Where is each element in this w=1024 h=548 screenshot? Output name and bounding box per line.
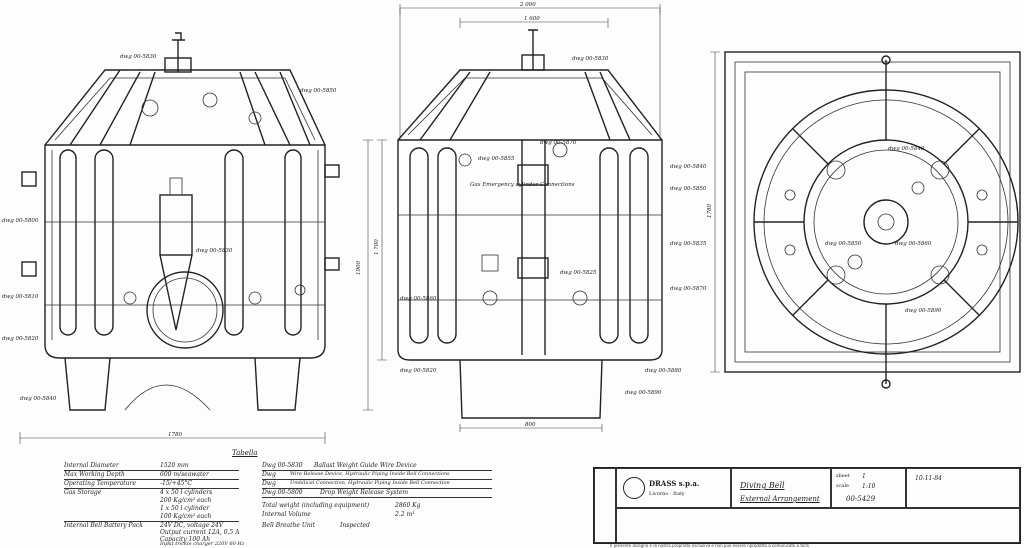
spec-label: Bell Breathe Unit	[262, 522, 316, 529]
drawing-subtitle: External Arrangement	[740, 495, 820, 503]
callout-plan-4: dwg 00-5890	[905, 308, 942, 314]
spec-label: Dwg	[262, 471, 276, 478]
date-cell: 10-11-84	[906, 468, 1020, 508]
callout-side-right-4: dwg 00-5835	[670, 241, 707, 247]
callout-side-right-6: dwg 00-5880	[645, 368, 682, 374]
callout-front-3: dwg 00-5810	[2, 294, 39, 300]
plan-view	[710, 51, 1021, 389]
spec-value: 600 m/seawater	[160, 471, 209, 478]
callout-front-inner: dwg 00-5830	[196, 248, 233, 254]
spec-value: 4 x 50 l cylinders	[160, 489, 213, 496]
callout-side-right-7: dwg 00-5890	[625, 390, 662, 396]
spec-value: Input trickle charger 220V 60 Hz	[160, 541, 245, 547]
front-width-dim: 1780	[168, 432, 182, 438]
callout-front-6: dwg 00-5850	[300, 88, 337, 94]
company-address: Livorno · Italy	[649, 491, 685, 497]
side-elevation-view	[363, 4, 663, 432]
front-elevation-view	[19, 32, 340, 444]
spec-label: Total weight (including equipment)	[262, 502, 370, 509]
spec-value: Inspected	[340, 522, 370, 529]
callout-side-inner-1: dwg 00-5870	[540, 140, 577, 146]
callout-side-left-1: dwg 00-5820	[400, 368, 437, 374]
drawing-title: Diving Bell	[740, 481, 785, 490]
spec-label: Internal Diameter	[64, 462, 119, 469]
spec-value: 2860 Kg	[395, 502, 421, 509]
number-cell: sheet 1 scale 1:10 00-5429	[831, 468, 906, 508]
sheet-label: sheet	[836, 473, 850, 479]
title-cell: Diving Bell External Arrangement	[731, 468, 831, 508]
spec-label: Operating Temperature	[64, 480, 137, 487]
callout-front-2: dwg 00-5800	[2, 218, 39, 224]
side-width-inner-dim: 1 600	[524, 16, 540, 22]
callout-side-right-3: dwg 00-5850	[670, 186, 707, 192]
revision-column	[594, 468, 616, 543]
revision-table	[616, 508, 1020, 543]
side-height-inner-dim: 1 700	[374, 239, 380, 255]
spec-value: Wire Release Device, Hydraulic Piping In…	[290, 471, 450, 477]
company-logo-icon	[623, 477, 645, 499]
spec-value: 1520 mm	[160, 462, 189, 469]
callout-side-inner-2: Gas Emergency cylinder Connections	[470, 182, 575, 188]
callout-side-left-2: dwg 00-5860	[400, 296, 437, 302]
spec-label: Internal Volume	[262, 511, 311, 518]
callout-front-1: dwg 00-5830	[120, 54, 157, 60]
plan-height-dim: 1780	[707, 204, 713, 218]
callout-side-right-1: dwg 00-5830	[572, 56, 609, 62]
spec-label: Max Working Depth	[64, 471, 125, 478]
side-height-dim: 1900	[356, 261, 362, 275]
callout-side-right-2: dwg 00-5840	[670, 164, 707, 170]
callout-plan-3: dwg 00-5860	[895, 241, 932, 247]
callout-side-inner-3: dwg 00-5825	[560, 270, 597, 276]
company-name: DRASS s.p.a.	[649, 479, 700, 488]
spec-label: Dwg 00-5800	[262, 489, 303, 496]
scale-label: scale	[836, 483, 849, 489]
spec-value: Ballast Weight Guide Wire Device	[314, 462, 417, 469]
spec-value: -15/+45°C	[160, 480, 192, 487]
title-block: DRASS s.p.a. Livorno · Italy Diving Bell…	[593, 467, 1021, 544]
side-width-bottom-dim: 800	[525, 422, 536, 428]
spec-value: 1 x 50 l cylinder	[160, 505, 210, 512]
callout-side-right-5: dwg 00-5870	[670, 286, 707, 292]
company-cell: DRASS s.p.a. Livorno · Italy	[616, 468, 731, 508]
spec-value: 2.2 m³	[395, 511, 415, 518]
spec-value: Umbilical Connection, Hydraulic Piping I…	[290, 480, 450, 486]
spec-label: Internal Bell Battery Pack	[64, 522, 143, 529]
callout-front-4: dwg 00-5820	[2, 336, 39, 342]
notes-title: Tabella	[232, 449, 258, 457]
callout-plan-2: dwg 00-5850	[825, 241, 862, 247]
spec-label: Gas Storage	[64, 489, 102, 496]
sheet-value: 1	[862, 473, 866, 480]
spec-value: 100 Kg/cm² each	[160, 513, 212, 520]
fine-print: Il presente disegno e di nostra propriet…	[610, 543, 810, 548]
scale-value: 1:10	[862, 483, 876, 490]
callout-side-left-3: dwg 00-5855	[478, 156, 515, 162]
spec-value: Capacity 100 Ah	[160, 536, 211, 543]
callout-plan-1: dwg 00-5840	[888, 146, 925, 152]
drawing-number: 00-5429	[846, 495, 876, 503]
spec-label: Dwg 00-5830	[262, 462, 303, 469]
side-width-top-dim: 2 000	[519, 2, 536, 8]
drawing-date: 10-11-84	[915, 475, 942, 482]
spec-value: 24V DC, voltage 24V	[160, 522, 224, 529]
spec-value: 200 Kg/cm² each	[160, 497, 212, 504]
spec-value: Drop Weight Release System	[320, 489, 409, 496]
spec-value: Output current 12A, 0.5 A	[160, 529, 240, 536]
spec-label: Dwg	[262, 480, 276, 487]
callout-front-5: dwg 00-5840	[20, 396, 57, 402]
